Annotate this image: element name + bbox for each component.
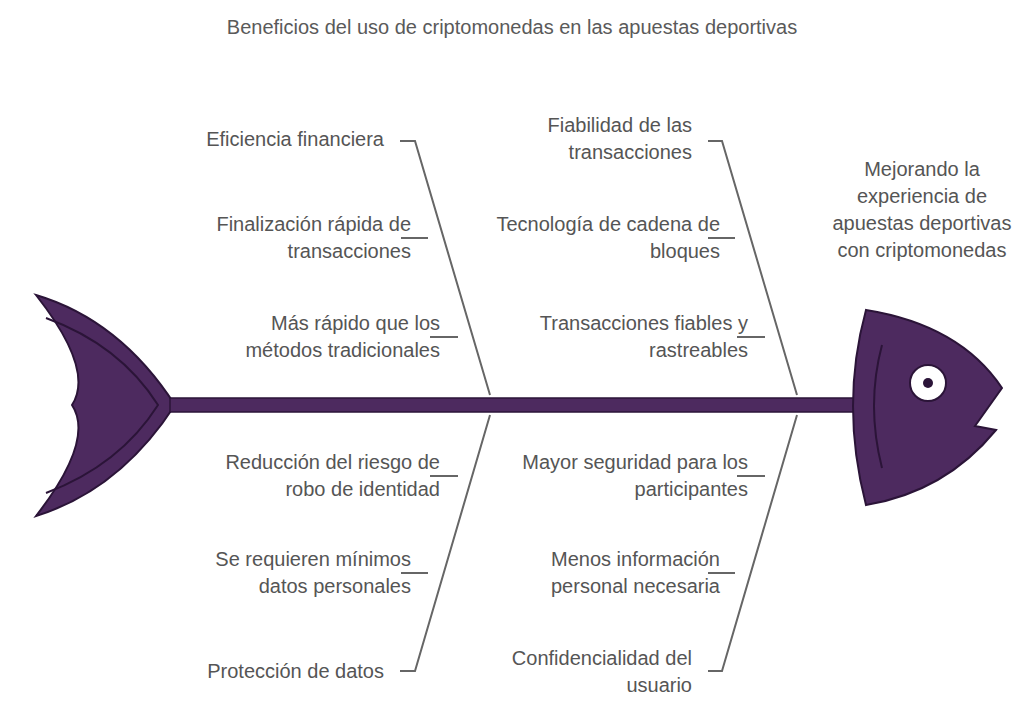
diagram-title: Beneficios del uso de criptomonedas en l… <box>0 14 1024 41</box>
cause-label: Mayor seguridad para los participantes <box>508 449 748 503</box>
cause-label: Se requieren mínimos datos personales <box>161 546 411 600</box>
tick <box>708 237 735 239</box>
fish-head <box>853 310 1002 505</box>
fish-eye <box>910 365 946 401</box>
cause-label: Más rápido que los métodos tradicionales <box>190 310 440 364</box>
cause-label: Finalización rápida de transacciones <box>161 211 411 265</box>
cause-label: Eficiencia financiera <box>144 126 384 153</box>
head-caption: Mejorando la experiencia de apuestas dep… <box>832 156 1012 264</box>
tick <box>430 336 458 338</box>
gill-line <box>874 345 882 468</box>
tick <box>737 475 765 477</box>
cause-label: Fiabilidad de las transacciones <box>492 112 692 166</box>
cause-label: Transacciones fiables y rastreables <box>488 310 748 364</box>
cause-label: Reducción del riesgo de robo de identida… <box>200 449 440 503</box>
fish-pupil <box>923 378 933 388</box>
fish-spine <box>170 398 865 412</box>
tick <box>708 572 735 574</box>
tick <box>401 572 428 574</box>
tick <box>430 475 458 477</box>
tick <box>401 237 428 239</box>
tail-line <box>46 318 158 493</box>
fish-tail <box>36 295 175 516</box>
cause-label: Protección de datos <box>144 658 384 685</box>
cause-label: Tecnología de cadena de bloques <box>470 211 720 265</box>
tick <box>737 336 765 338</box>
cause-label: Menos información personal necesaria <box>480 546 720 600</box>
cause-label: Confidencialidad del usuario <box>462 645 692 699</box>
